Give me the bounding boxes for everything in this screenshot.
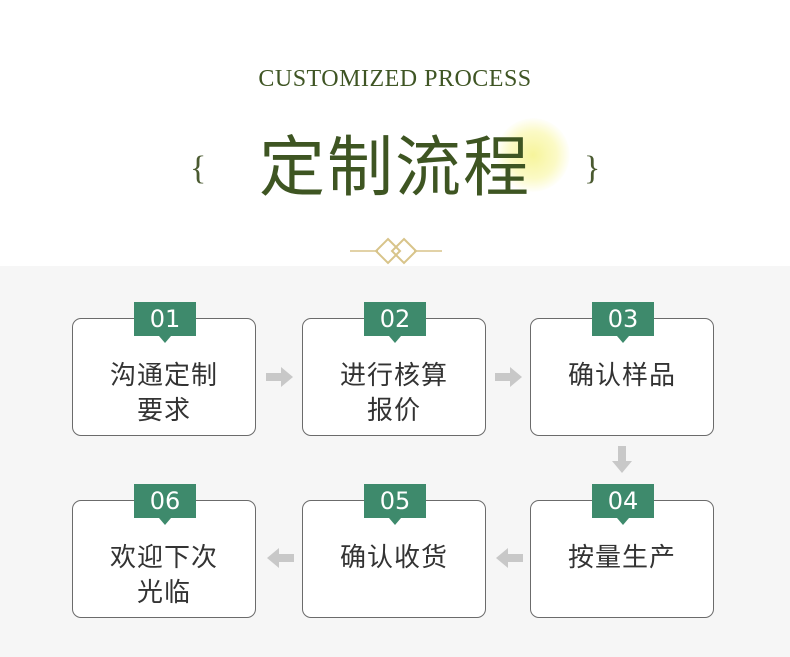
step-label: 确认样品 bbox=[531, 359, 713, 394]
right-brace: } bbox=[584, 150, 601, 187]
step-number-badge: 02 bbox=[364, 302, 426, 343]
step-number-badge: 04 bbox=[592, 484, 654, 525]
arrow-right-icon bbox=[266, 367, 293, 387]
step-card-04: 04 按量生产 bbox=[530, 484, 714, 618]
arrow-right-icon bbox=[495, 367, 522, 387]
step-label-line1: 确认样品 bbox=[567, 361, 676, 391]
step-number-badge: 01 bbox=[134, 302, 196, 343]
step-label: 按量生产 bbox=[531, 541, 713, 576]
step-label-line1: 按量生产 bbox=[567, 543, 676, 573]
diamond-ornament-icon bbox=[350, 237, 442, 265]
step-label: 欢迎下次 光临 bbox=[73, 541, 255, 611]
step-card-01: 01 沟通定制 要求 bbox=[72, 302, 256, 436]
step-card-05: 05 确认收货 bbox=[302, 484, 486, 618]
step-label-line2: 要求 bbox=[136, 396, 191, 426]
step-number-badge: 03 bbox=[592, 302, 654, 343]
step-label-line1: 确认收货 bbox=[339, 543, 448, 573]
step-number-badge: 06 bbox=[134, 484, 196, 525]
step-label-line1: 沟通定制 bbox=[109, 361, 218, 391]
arrow-left-icon bbox=[496, 548, 523, 568]
step-label-line1: 欢迎下次 bbox=[109, 543, 218, 573]
step-card-06: 06 欢迎下次 光临 bbox=[72, 484, 256, 618]
step-label-line2: 报价 bbox=[366, 396, 421, 426]
header-section: CUSTOMIZED PROCESS 定制流程 { } bbox=[0, 0, 790, 266]
step-card-03: 03 确认样品 bbox=[530, 302, 714, 436]
step-label: 沟通定制 要求 bbox=[73, 359, 255, 429]
page-title: 定制流程 bbox=[259, 129, 531, 206]
arrow-down-icon bbox=[612, 446, 632, 473]
step-label-line1: 进行核算 bbox=[339, 361, 448, 391]
arrow-left-icon bbox=[267, 548, 294, 568]
step-label: 进行核算 报价 bbox=[303, 359, 485, 429]
step-label: 确认收货 bbox=[303, 541, 485, 576]
left-brace: { bbox=[190, 150, 207, 187]
step-number-badge: 05 bbox=[364, 484, 426, 525]
step-label-line2: 光临 bbox=[136, 578, 191, 608]
title-glow bbox=[496, 118, 570, 192]
subtitle: CUSTOMIZED PROCESS bbox=[258, 66, 532, 92]
step-card-02: 02 进行核算 报价 bbox=[302, 302, 486, 436]
